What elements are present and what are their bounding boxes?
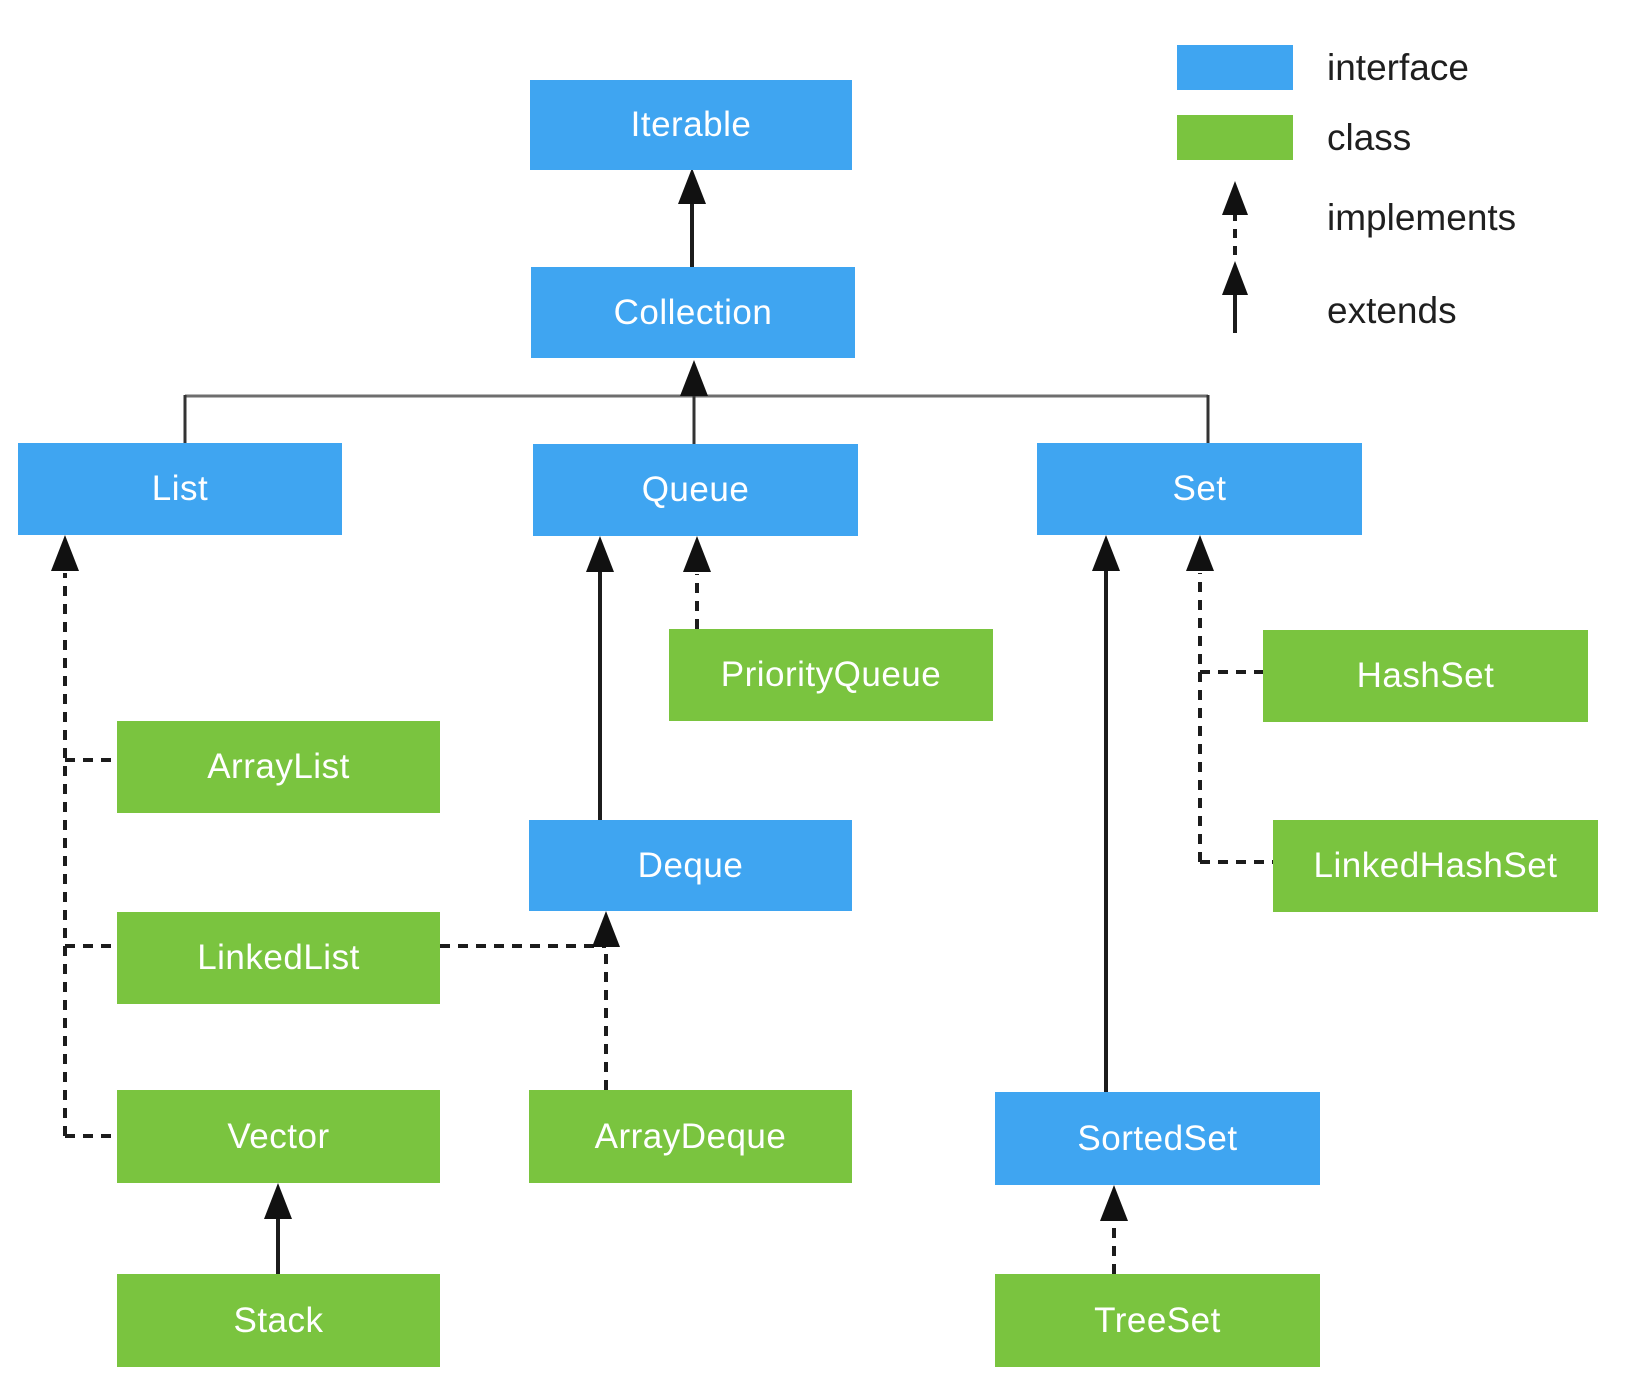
node-list: List xyxy=(18,443,342,535)
node-arraydeque: ArrayDeque xyxy=(529,1090,852,1183)
node-deque: Deque xyxy=(529,820,852,911)
legend-interface-label: interface xyxy=(1327,46,1469,88)
edge-arraylist-linkedlist-vector-implement-list xyxy=(51,535,117,1138)
node-set: Set xyxy=(1037,443,1362,535)
node-arraylist: ArrayList xyxy=(117,721,440,813)
edge-deque-extends-queue xyxy=(586,536,614,820)
edge-sortedset-extends-set xyxy=(1092,535,1120,1092)
node-collection: Collection xyxy=(531,267,855,358)
node-linkedhashset: LinkedHashSet xyxy=(1273,820,1598,912)
legend-interface-swatch-icon xyxy=(1177,45,1293,90)
node-iterable: Iterable xyxy=(530,80,852,170)
edge-stack-extends-vector xyxy=(264,1183,292,1274)
legend-class-label: class xyxy=(1327,116,1412,158)
edge-hashset-linkedhashset-implement-set xyxy=(1186,535,1273,864)
edge-collection-extends-iterable xyxy=(678,168,706,267)
edge-linkedlist-arraydeque-implement-deque xyxy=(440,911,620,1090)
edge-treeset-implements-sortedset xyxy=(1100,1185,1128,1274)
edge-priorityqueue-implements-queue xyxy=(683,536,711,629)
node-stack: Stack xyxy=(117,1274,440,1367)
node-sortedset: SortedSet xyxy=(995,1092,1320,1185)
node-queue: Queue xyxy=(533,444,858,536)
node-linkedlist: LinkedList xyxy=(117,912,440,1004)
edge-trident-extends-collection xyxy=(183,360,1210,444)
node-treeset: TreeSet xyxy=(995,1274,1320,1367)
legend-implements-arrow-icon xyxy=(1222,181,1248,255)
legend-extends-label: extends xyxy=(1327,289,1457,331)
legend-extends-arrow-icon xyxy=(1222,261,1248,333)
node-hashset: HashSet xyxy=(1263,630,1588,722)
legend-implements-label: implements xyxy=(1327,197,1517,238)
node-priorityqueue: PriorityQueue xyxy=(669,629,993,721)
legend-class-swatch-icon xyxy=(1177,115,1293,160)
node-vector: Vector xyxy=(117,1090,440,1183)
